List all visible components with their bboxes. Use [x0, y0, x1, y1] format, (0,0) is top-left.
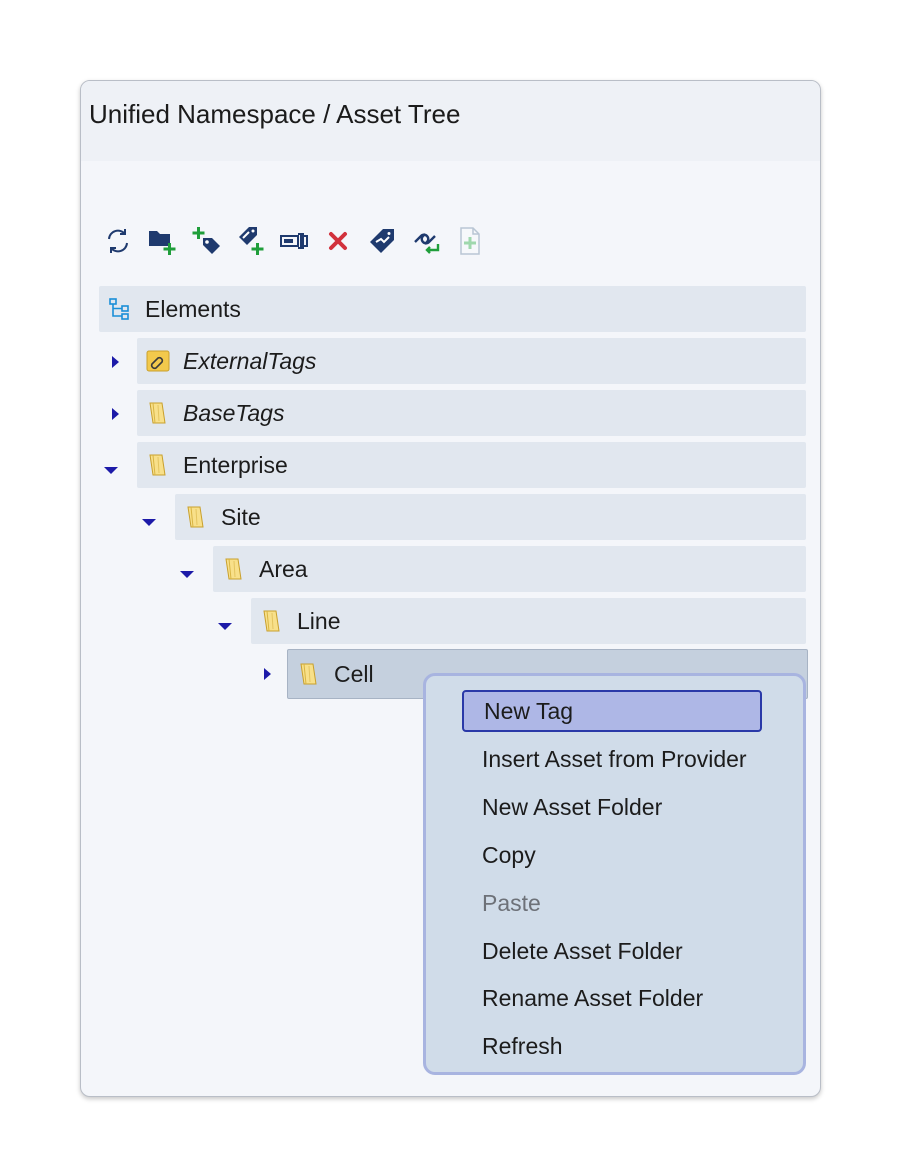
tree-node-basetags[interactable]: BaseTags	[137, 390, 806, 436]
tag-handshake-button[interactable]	[365, 224, 399, 258]
chevron-down-icon	[180, 571, 194, 578]
expand-arrow-basetags[interactable]	[105, 404, 125, 424]
delete-icon	[329, 232, 347, 250]
chevron-down-icon	[104, 467, 118, 474]
tree-node-site[interactable]: Site	[175, 494, 806, 540]
tree-node-label: Cell	[334, 660, 374, 687]
chevron-down-icon	[218, 623, 232, 630]
new-tag-icon	[192, 227, 220, 254]
tree-node-line[interactable]: Line	[251, 598, 806, 644]
chevron-down-icon	[142, 519, 156, 526]
new-folder-icon	[149, 231, 176, 255]
delete-button[interactable]	[321, 224, 355, 258]
tree-node-enterprise[interactable]: Enterprise	[137, 442, 806, 488]
folder-icon	[259, 608, 285, 634]
tree-root-elements[interactable]: Elements	[99, 286, 806, 332]
folder-icon	[145, 452, 171, 478]
tree-node-label: Area	[259, 555, 308, 582]
link-import-icon	[414, 233, 440, 254]
tree-root-label: Elements	[145, 295, 241, 322]
hierarchy-icon	[107, 296, 133, 322]
new-linked-tag-icon	[239, 227, 264, 255]
expand-arrow-externaltags[interactable]	[105, 352, 125, 372]
expand-arrow-cell[interactable]	[257, 664, 277, 684]
menu-item-refresh[interactable]: Refresh	[482, 1032, 563, 1059]
context-menu: New Tag Insert Asset from Provider New A…	[423, 673, 806, 1075]
rename-button[interactable]	[277, 224, 311, 258]
tree-node-label: Enterprise	[183, 451, 288, 478]
menu-item-delete-asset-folder[interactable]: Delete Asset Folder	[482, 937, 683, 964]
panel-header: Unified Namespace / Asset Tree	[81, 81, 820, 161]
menu-item-insert-asset-from-provider[interactable]: Insert Asset from Provider	[482, 745, 747, 772]
menu-item-paste: Paste	[482, 889, 541, 916]
refresh-icon	[108, 229, 128, 253]
refresh-button[interactable]	[101, 224, 135, 258]
new-tag-button[interactable]	[189, 224, 223, 258]
new-folder-button[interactable]	[145, 224, 179, 258]
link-import-button[interactable]	[409, 224, 443, 258]
tag-handshake-icon	[370, 229, 394, 253]
tree-node-area[interactable]: Area	[213, 546, 806, 592]
menu-item-new-asset-folder[interactable]: New Asset Folder	[482, 793, 663, 820]
collapse-arrow-area[interactable]	[177, 564, 197, 584]
tree-node-label: Site	[221, 503, 261, 530]
collapse-arrow-enterprise[interactable]	[101, 460, 121, 480]
new-document-button[interactable]	[453, 224, 487, 258]
tree-node-label: BaseTags	[183, 399, 285, 426]
toolbar	[101, 223, 497, 259]
tree-node-label: ExternalTags	[183, 347, 317, 374]
tree-node-externaltags[interactable]: ExternalTags	[137, 338, 806, 384]
folder-icon	[221, 556, 247, 582]
rename-icon	[280, 233, 308, 249]
linked-folder-icon	[145, 348, 171, 374]
new-document-icon	[460, 227, 480, 255]
folder-icon	[296, 661, 322, 687]
folder-icon	[145, 400, 171, 426]
folder-icon	[183, 504, 209, 530]
menu-item-copy[interactable]: Copy	[482, 841, 536, 868]
collapse-arrow-line[interactable]	[215, 616, 235, 636]
chevron-right-icon	[112, 356, 119, 368]
menu-item-rename-asset-folder[interactable]: Rename Asset Folder	[482, 984, 704, 1011]
tree-node-label: Line	[297, 607, 341, 634]
chevron-right-icon	[112, 408, 119, 420]
panel-title: Unified Namespace / Asset Tree	[89, 99, 461, 129]
menu-item-new-tag[interactable]: New Tag	[462, 690, 762, 732]
collapse-arrow-site[interactable]	[139, 512, 159, 532]
new-linked-tag-button[interactable]	[233, 224, 267, 258]
chevron-right-icon	[264, 668, 271, 680]
